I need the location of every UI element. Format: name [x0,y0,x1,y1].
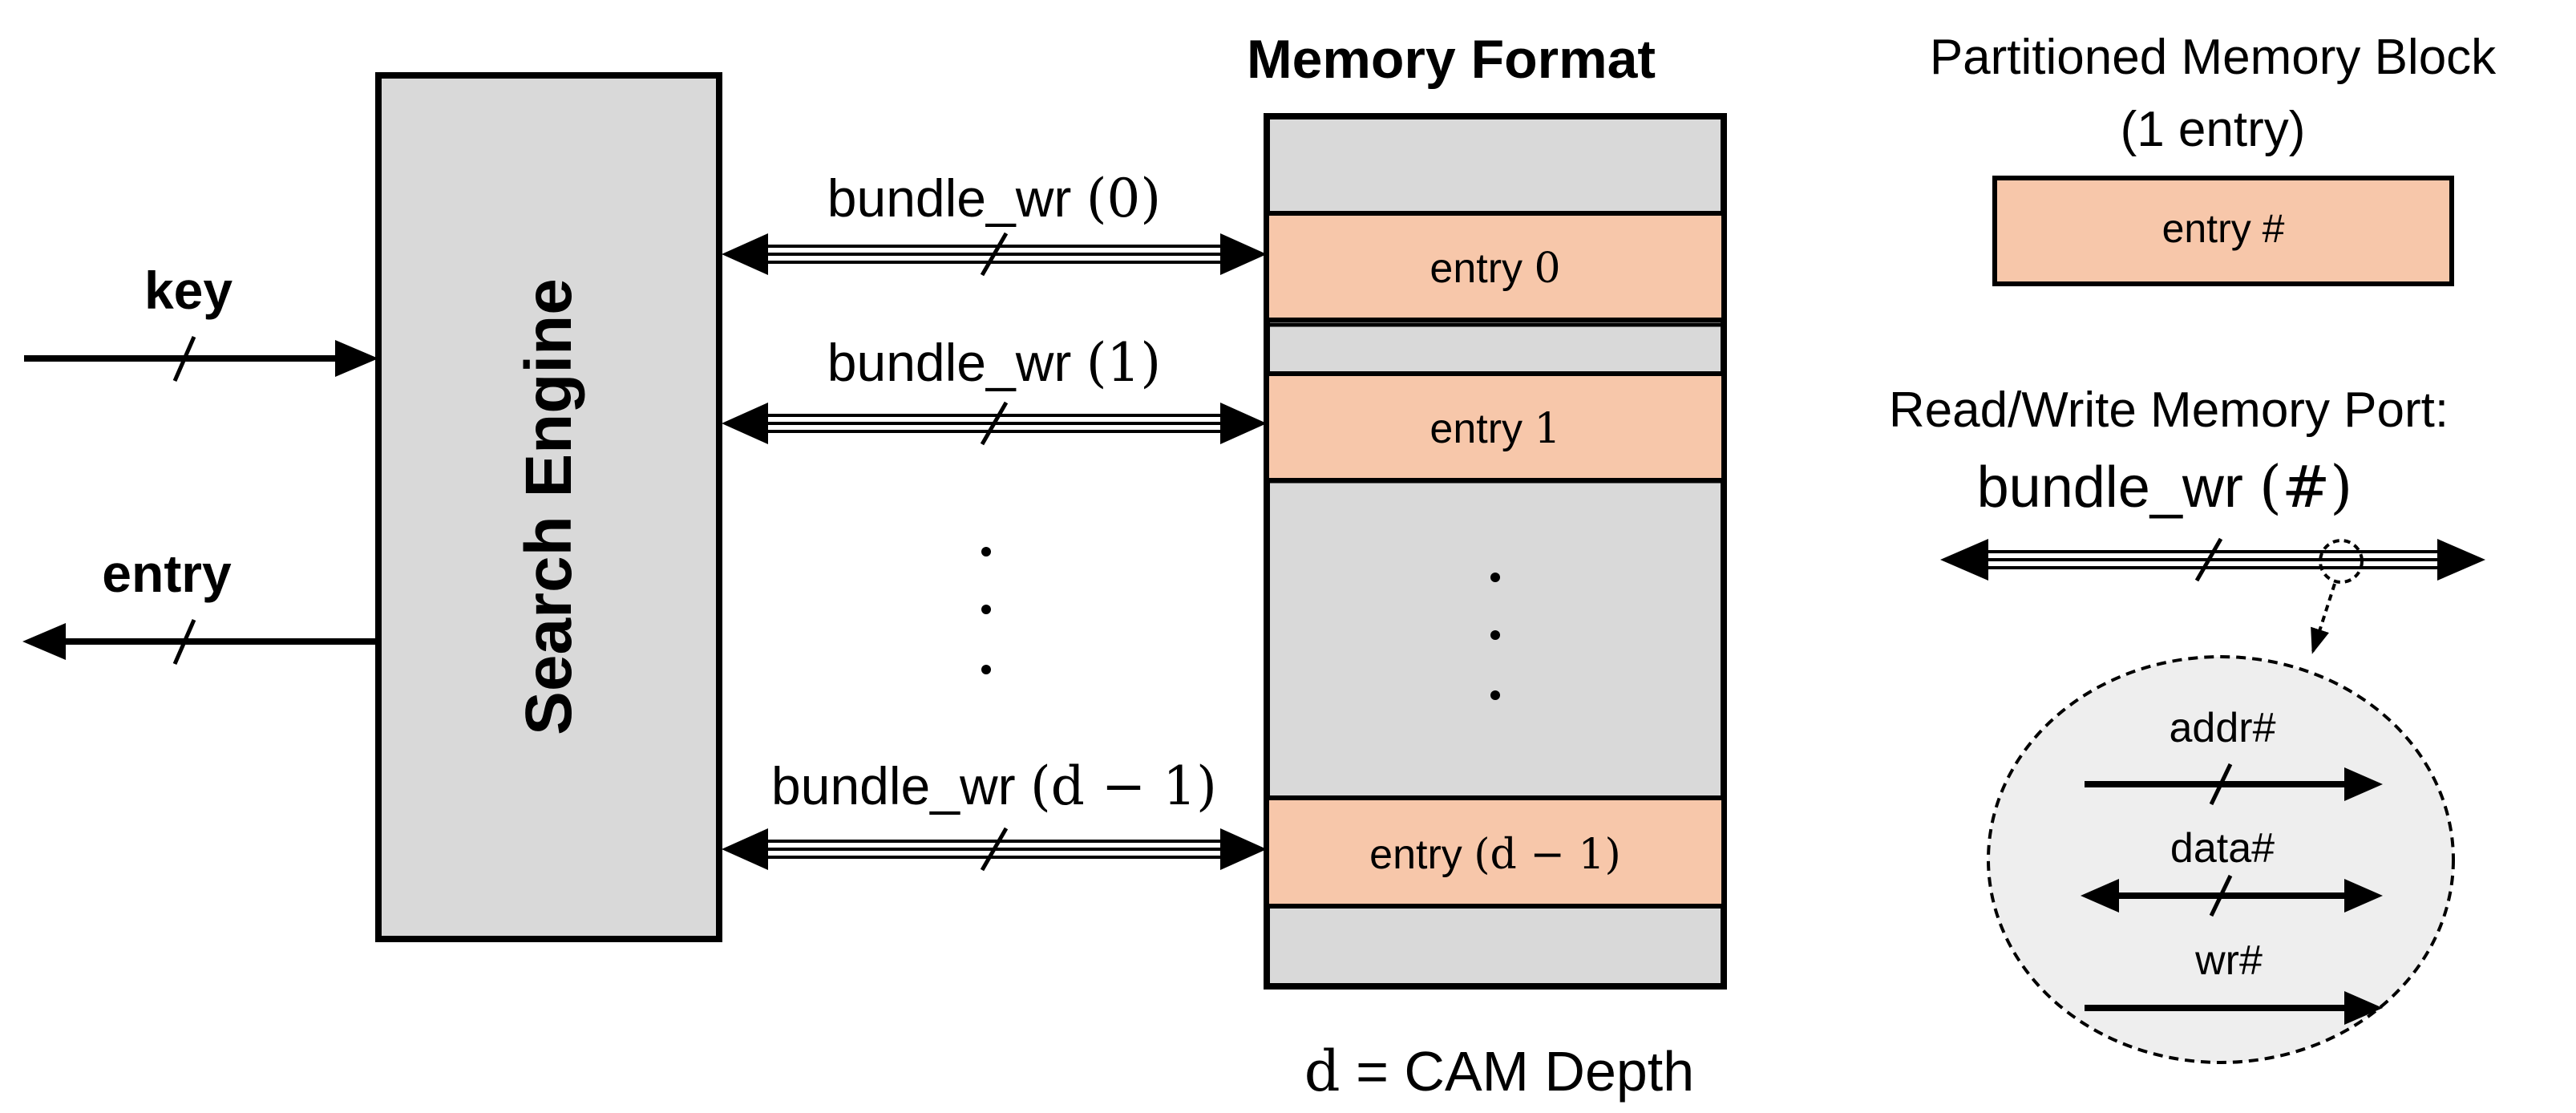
bundle-detail-circle: addr# data# wr# [1987,655,2455,1064]
bundle-ellipsis [981,547,991,674]
legend-block-entry: entry # [2162,206,2285,251]
key-label: key [144,261,233,320]
bundle-label-text: bundle_wr [827,168,1072,228]
memory-format-title: Memory Format [1247,29,1656,90]
legend-port: Read/Write Memory Port: bundle_wr (#) [1889,382,2485,654]
cam-depth-var: d [1304,1038,1341,1104]
memory-entry-index: 1 [1534,405,1560,453]
bundle-bus: bundle_wr (1) [722,332,1267,446]
search-engine-label: Search Engine [512,278,585,735]
svg-text:bundle_wr (#): bundle_wr (#) [1977,453,2353,520]
signal-line: wr# [2085,937,2383,1025]
memory-entry-text: entry [1369,832,1462,878]
legend-port-bundle-index: (#) [2259,453,2353,520]
svg-text:bundle_wr (0): bundle_wr (0) [827,168,1161,229]
svg-text:entry 0: entry 0 [1430,245,1560,293]
svg-text:bundle_wr (d − 1): bundle_wr (d − 1) [771,755,1217,817]
memory-entry: entry 1 [1264,371,1726,483]
bundle-bus: bundle_wr (d − 1) [722,755,1267,872]
memory-format: Memory Format entry 0 entry 1 entry (d −… [1247,29,1727,1104]
signal-label: addr# [2170,705,2276,751]
memory-entry-index: (d − 1) [1474,831,1621,879]
bundle-label-index: (1) [1086,332,1162,394]
bundle-label-text: bundle_wr [827,333,1072,392]
svg-text:bundle_wr (1): bundle_wr (1) [827,332,1161,394]
signal-label: data# [2170,825,2275,872]
bundle-label-text: bundle_wr [771,756,1016,816]
legend-block-subtitle: (1 entry) [2121,102,2306,157]
key-input-wire: key [24,261,378,382]
svg-text:entry (d − 1): entry (d − 1) [1369,831,1621,879]
cam-depth-note: d = CAM Depth [1304,1038,1694,1104]
legend-memory-block: Partitioned Memory Block (1 entry) entry… [1930,30,2497,286]
memory-ellipsis [1490,573,1500,700]
memory-entry-index: 0 [1534,245,1560,293]
search-engine-block: Search Engine [375,72,722,942]
memory-entry-text: entry [1430,406,1523,452]
memory-entry-text: entry [1430,245,1523,292]
signal-line: addr# [2085,705,2383,806]
bundle-bus: bundle_wr (0) [722,168,1267,277]
legend-port-bundle-text: bundle_wr [1977,455,2243,520]
bundle-label-index: (d − 1) [1030,755,1217,817]
signal-label: wr# [2194,937,2263,984]
memory-entry: entry (d − 1) [1264,795,1726,909]
memory-entry: entry 0 [1264,211,1726,322]
bundle-label-index: (0) [1086,168,1162,229]
port-zoom-marker [2319,539,2364,584]
legend-port-title: Read/Write Memory Port: [1889,382,2449,438]
legend-block-title: Partitioned Memory Block [1930,30,2497,85]
cam-depth-text: = CAM Depth [1356,1040,1694,1103]
zoom-pointer-arrow [2311,583,2336,654]
entry-output-wire: entry [22,544,378,665]
entry-output-label: entry [102,544,232,603]
signal-line: data# [2081,825,2383,917]
svg-text:entry 1: entry 1 [1430,405,1560,453]
